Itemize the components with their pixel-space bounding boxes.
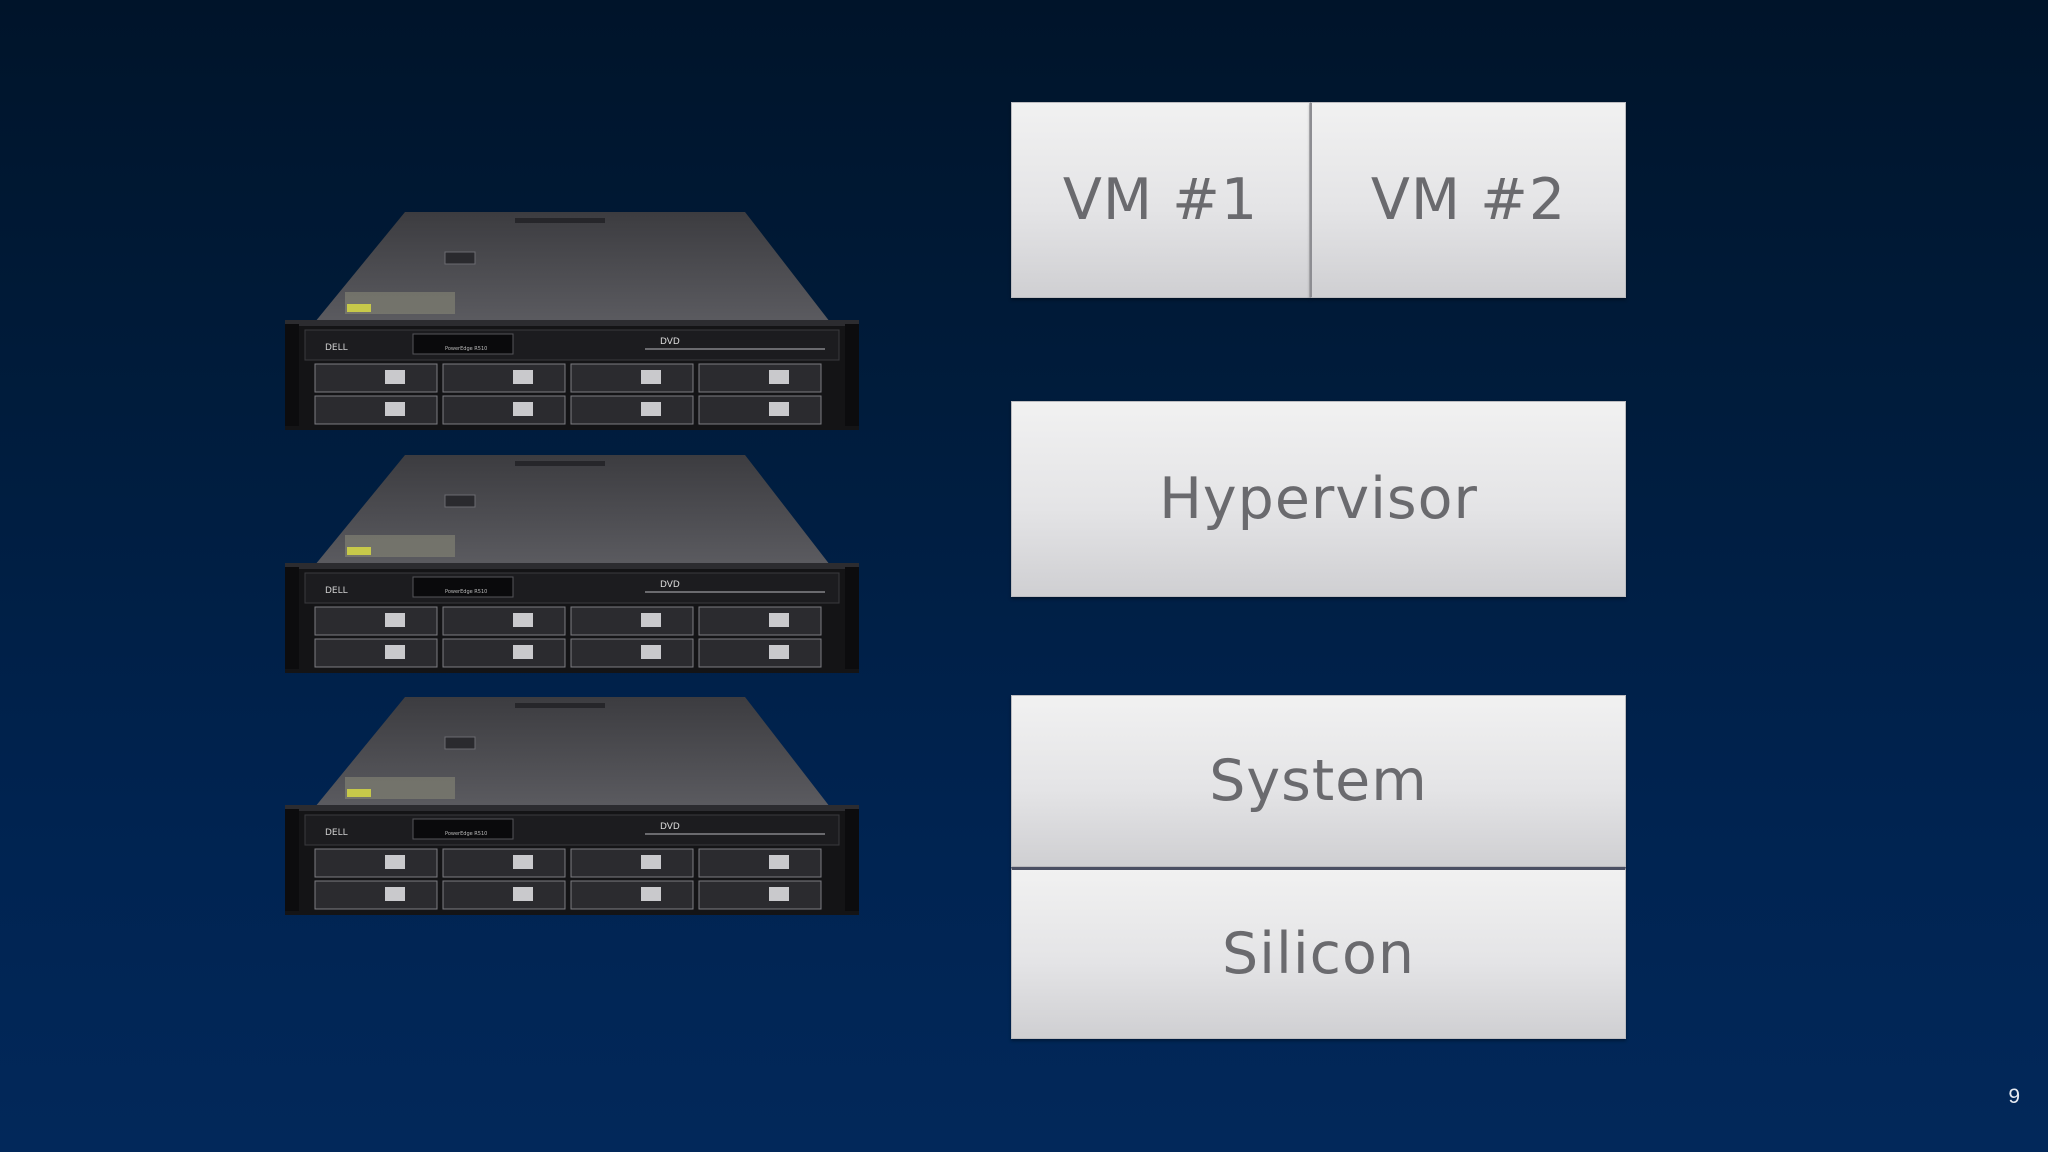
rack-server-icon: DELL PowerEdge R510 DVD [285,212,859,430]
server-drive-label: DVD [660,580,680,590]
page-number: 9 [2008,1085,2020,1108]
vm-1-box: VM #1 [1011,102,1310,298]
server-brand: DELL [325,586,348,596]
rack-server-icon: DELL PowerEdge R510 DVD [285,455,859,673]
rack-server-icon: DELL PowerEdge R510 DVD [285,697,859,915]
server-model: PowerEdge R510 [445,589,487,595]
system-box: System [1011,695,1626,867]
server-image-3: DELL PowerEdge R510 DVD [285,697,859,915]
hypervisor-box: Hypervisor [1011,401,1626,597]
server-image-2: DELL PowerEdge R510 DVD [285,455,859,673]
silicon-box: Silicon [1011,867,1626,1039]
server-model: PowerEdge R510 [445,346,487,352]
vm-1-label: VM #1 [1062,167,1259,233]
silicon-label: Silicon [1221,921,1416,987]
system-label: System [1209,748,1428,814]
server-drive-label: DVD [660,822,680,832]
vm-2-label: VM #2 [1370,167,1567,233]
server-image-1: DELL PowerEdge R510 DVD [285,212,859,430]
server-brand: DELL [325,343,348,353]
hypervisor-label: Hypervisor [1159,466,1478,532]
server-model: PowerEdge R510 [445,831,487,837]
vm-2-box: VM #2 [1310,102,1626,298]
server-drive-label: DVD [660,337,680,347]
server-brand: DELL [325,828,348,838]
